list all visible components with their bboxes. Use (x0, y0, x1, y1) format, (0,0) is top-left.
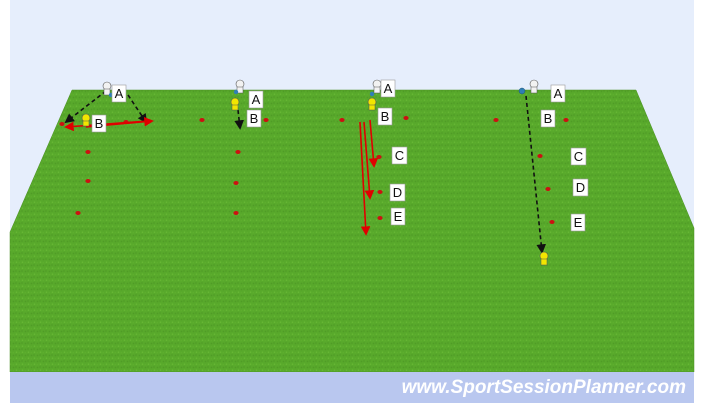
label-a: A (112, 85, 126, 102)
player-yellow-icon (540, 252, 548, 265)
label-a: A (551, 85, 565, 102)
cone-icon (59, 122, 64, 126)
label-b: B (378, 108, 392, 125)
label-text: B (381, 109, 390, 124)
label-b: B (92, 115, 106, 132)
label-c: C (571, 148, 586, 165)
player-yellow-icon (231, 98, 239, 110)
cone-icon (263, 118, 268, 122)
player-white-icon (530, 80, 538, 93)
label-text: D (393, 185, 402, 200)
label-text: A (115, 86, 124, 101)
label-text: C (574, 149, 583, 164)
cone-icon (377, 190, 382, 194)
cone-icon (376, 155, 381, 159)
cone-icon (377, 216, 382, 220)
cone-icon (549, 220, 554, 224)
cone-icon (85, 179, 90, 183)
cone-icon (199, 118, 204, 122)
label-text: D (576, 180, 585, 195)
cone-icon (403, 116, 408, 120)
label-e: E (571, 214, 585, 231)
cone-icon (75, 211, 80, 215)
label-text: A (554, 86, 563, 101)
label-b: B (247, 110, 261, 127)
label-text: A (252, 92, 261, 107)
label-text: B (250, 111, 259, 126)
player-yellow-icon (368, 98, 376, 110)
cone-icon (339, 118, 344, 122)
cone-icon (537, 154, 542, 158)
label-a: A (381, 80, 395, 97)
ball-icon (519, 88, 525, 94)
label-d: D (573, 179, 588, 196)
label-text: A (384, 81, 393, 96)
label-e: E (391, 208, 405, 225)
cone-icon (563, 118, 568, 122)
pitch (10, 90, 694, 372)
cone-icon (233, 211, 238, 215)
cone-icon (545, 187, 550, 191)
label-c: C (392, 147, 407, 164)
cone-icon (233, 181, 238, 185)
cone-icon (235, 150, 240, 154)
watermark: www.SportSessionPlanner.com (402, 377, 686, 398)
label-text: E (394, 209, 403, 224)
label-a: A (249, 91, 263, 108)
cone-icon (85, 150, 90, 154)
label-text: B (95, 116, 104, 131)
label-b: B (541, 110, 555, 127)
label-text: C (395, 148, 404, 163)
player-yellow-icon (82, 114, 90, 126)
label-text: B (544, 111, 553, 126)
label-d: D (390, 184, 405, 201)
label-text: E (574, 215, 583, 230)
cone-icon (493, 118, 498, 122)
